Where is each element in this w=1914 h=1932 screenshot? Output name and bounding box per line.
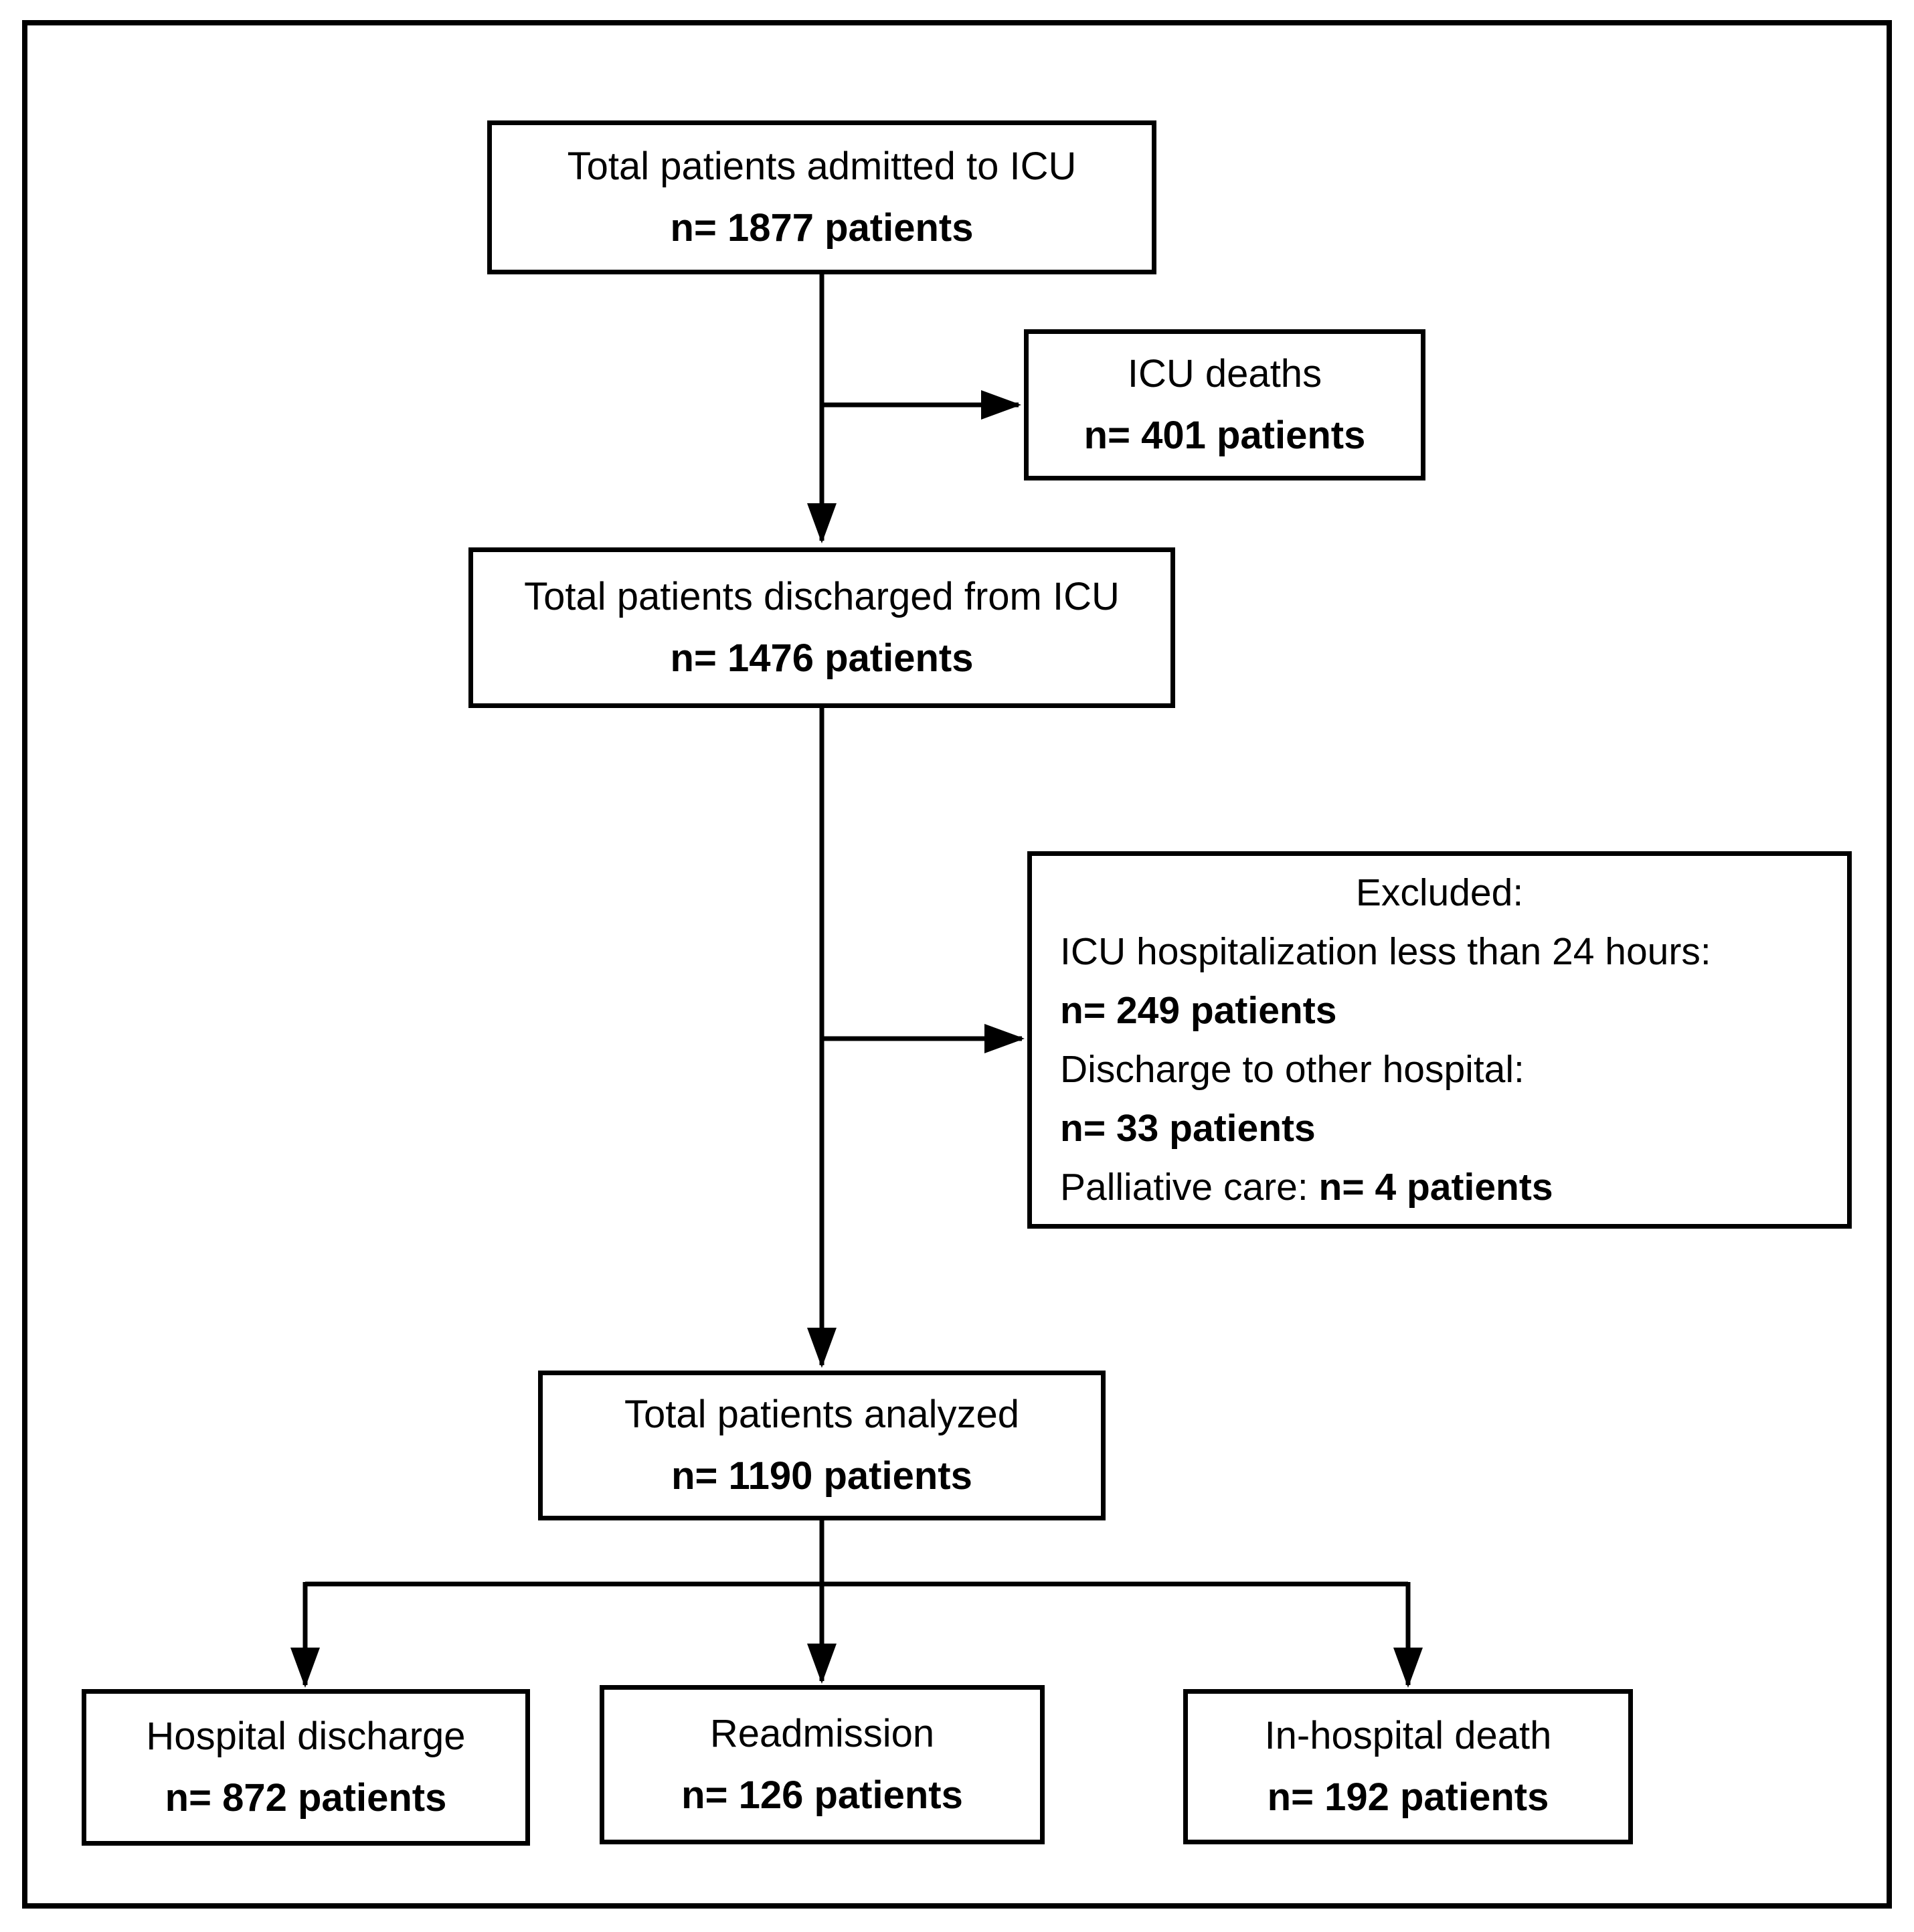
box-readmission: Readmission n= 126 patients [600, 1685, 1045, 1844]
box-hospital-discharge: Hospital discharge n= 872 patients [82, 1689, 530, 1846]
in-hospital-death-count: n= 192 patients [1267, 1775, 1549, 1819]
hospital-discharge-label: Hospital discharge [146, 1715, 466, 1758]
total-discharged-count: n= 1476 patients [670, 636, 974, 680]
readmission-count: n= 126 patients [681, 1773, 963, 1817]
box-total-analyzed: Total patients analyzed n= 1190 patients [538, 1371, 1106, 1520]
box-icu-deaths: ICU deaths n= 401 patients [1024, 329, 1425, 480]
diagram-outer-border [22, 20, 1892, 1909]
total-analyzed-label: Total patients analyzed [624, 1393, 1020, 1436]
icu-deaths-label: ICU deaths [1127, 352, 1322, 396]
box-in-hospital-death: In-hospital death n= 192 patients [1183, 1689, 1633, 1844]
excluded-item3: Palliative care: n= 4 patients [1060, 1158, 1819, 1217]
box-excluded: Excluded: ICU hospitalization less than … [1027, 851, 1852, 1229]
total-admitted-label: Total patients admitted to ICU [567, 145, 1077, 188]
readmission-label: Readmission [709, 1712, 935, 1755]
excluded-item2-label: Discharge to other hospital: [1060, 1048, 1525, 1091]
total-discharged-label: Total patients discharged from ICU [524, 575, 1120, 618]
excluded-title: Excluded: [1355, 871, 1524, 914]
total-admitted-count: n= 1877 patients [670, 206, 974, 250]
excluded-item2-value: n= 33 patients [1060, 1107, 1316, 1150]
hospital-discharge-count: n= 872 patients [165, 1776, 447, 1820]
total-analyzed-count: n= 1190 patients [671, 1454, 972, 1498]
box-total-admitted: Total patients admitted to ICU n= 1877 p… [487, 120, 1156, 274]
excluded-item3-value: n= 4 patients [1318, 1166, 1553, 1209]
icu-deaths-count: n= 401 patients [1083, 414, 1366, 457]
excluded-item1-label: ICU hospitalization less than 24 hours: [1060, 930, 1711, 973]
in-hospital-death-label: In-hospital death [1264, 1714, 1552, 1757]
excluded-item3-label: Palliative care: [1060, 1166, 1319, 1209]
excluded-item1-value: n= 249 patients [1060, 989, 1337, 1032]
box-total-discharged: Total patients discharged from ICU n= 14… [468, 547, 1175, 708]
